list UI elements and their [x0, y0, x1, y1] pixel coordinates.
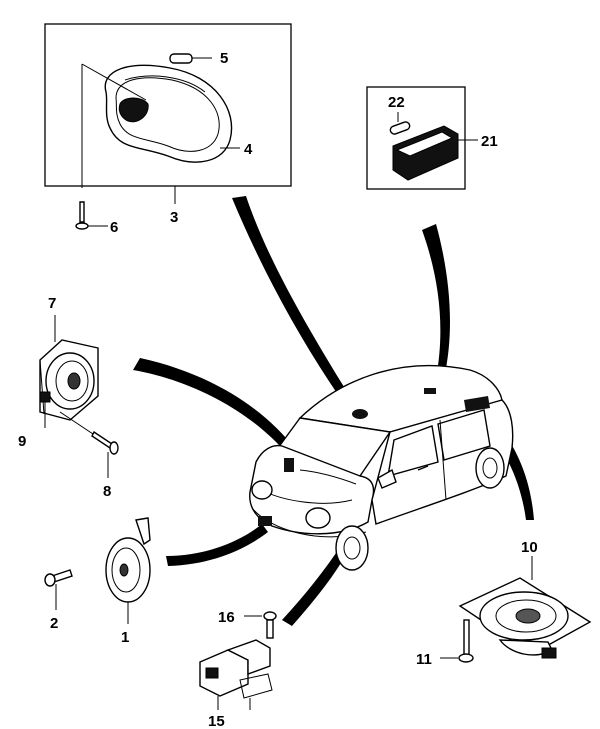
dome-lamp-frame	[44, 23, 292, 187]
callout-10: 10	[521, 539, 538, 556]
callout-15: 15	[208, 713, 225, 729]
front-speaker-screw: 8	[59, 411, 119, 500]
horn-bolt: 2	[44, 569, 73, 632]
callout-11: 11	[416, 651, 432, 668]
callout-4: 4	[244, 141, 253, 158]
callout-9: 9	[18, 433, 26, 450]
relay-connector: 15	[199, 639, 273, 729]
dome-lamp-lens	[104, 64, 233, 163]
callout-22: 22	[388, 94, 405, 111]
front-speaker: 7	[39, 295, 99, 421]
callout-7: 7	[48, 295, 56, 312]
front-speaker-nut: 9	[18, 391, 51, 450]
swoosh-horn	[166, 524, 268, 566]
callout-3: 3	[170, 209, 178, 226]
horn: 1	[105, 517, 151, 646]
swoosh-dome-lamp	[232, 196, 352, 405]
callout-16: 16	[218, 609, 235, 626]
swoosh-map-lamp	[422, 224, 450, 378]
swoosh-relay	[282, 544, 350, 626]
callout-2: 2	[50, 615, 58, 632]
swoosh-front-speaker	[133, 358, 296, 455]
map-lamp-frame	[366, 86, 466, 190]
dome-lamp-screw: 6	[75, 201, 118, 236]
map-lamp-housing	[392, 125, 459, 181]
car-body	[249, 364, 514, 571]
map-lamp-bulb	[389, 112, 411, 135]
callout-6: 6	[110, 219, 118, 236]
callout-21: 21	[481, 133, 498, 150]
dome-lamp-bulb	[169, 53, 212, 64]
callout-1: 1	[121, 629, 129, 646]
relay-screw: 16	[218, 609, 277, 639]
callout-5: 5	[220, 50, 228, 67]
dome-lamp-box: 5 4 3	[44, 23, 292, 226]
rear-speaker: 10	[458, 539, 592, 659]
rear-speaker-screw: 11	[416, 619, 474, 668]
map-lamp-box: 22 21	[366, 86, 498, 190]
callout-8: 8	[103, 483, 111, 500]
